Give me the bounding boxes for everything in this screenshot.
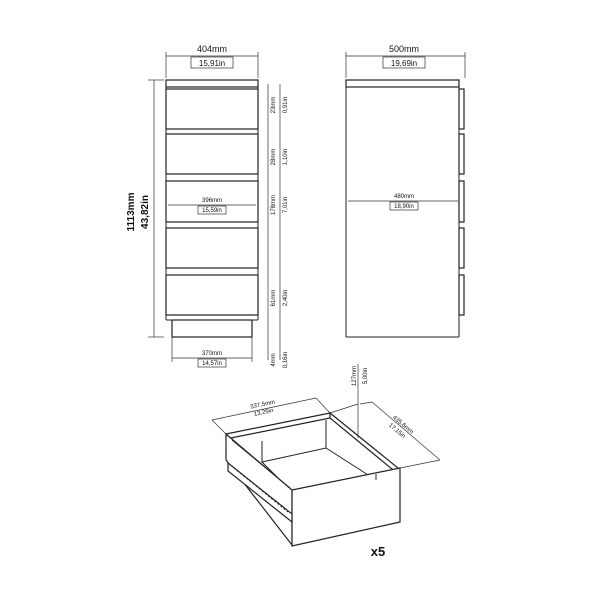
drawer-front-panel [291,467,401,547]
drawer-quantity: x5 [371,544,385,559]
drawer-gap-mm: 28mm [271,149,277,166]
base-width-in-box [197,358,227,368]
front-width-in-box [190,56,234,69]
side-depth-in-box [382,56,426,69]
drawer-front-4 [165,227,259,269]
drawer-width-dim-line [211,397,317,421]
drawer-view: 337,5mm 13,29in 435,6mm 17,15in 127mm 5,… [211,364,441,559]
side-view: 500mm 19,69in 480mm 18,90in [345,44,466,338]
front-top-panel [165,79,259,88]
top-gap-in: 0,91in [283,97,289,113]
side-drawer-front-3 [458,180,465,223]
side-drawer-front-4 [458,227,465,269]
side-top-panel [345,79,460,88]
drawer-height-in: 5,00in [363,368,369,384]
drawer-width-in: 13,29in [254,408,275,418]
inner-width-in-box [197,205,227,215]
drawer-back-panel [225,412,331,440]
side-depth-in: 19,69in [391,59,417,68]
front-height-in: 43,82in [140,195,151,229]
top-gap-mm: 23mm [271,97,277,114]
side-drawer-front-2 [458,133,465,175]
inner-depth-mm: 480mm [394,194,414,200]
plinth-mm: 61mm [271,290,277,307]
inner-depth-in: 18,90in [394,204,414,210]
front-plinth [171,319,253,338]
drawer-width-ext-left [211,419,227,435]
inner-width-in: 15,59in [202,208,222,214]
side-drawer-front-1 [458,88,465,130]
drawer-width-mm: 337,5mm [250,399,276,410]
drawer-right-side [329,411,399,476]
inner-depth-in-box [389,201,419,211]
front-width-in: 15,91in [199,59,225,68]
drawer-gap-in: 1,10in [283,149,289,165]
drawer-width-ext-right [315,397,331,414]
drawer-depth-ext-1 [359,401,373,405]
side-depth-mm: 500mm [389,44,419,54]
drawer-front-in: 7,01in [283,197,289,213]
drawer-front-mm: 178mm [271,195,277,215]
front-height-mm: 1113mm [126,192,137,231]
drawer-height-ext [329,403,359,414]
plinth-in: 2,40in [283,290,289,306]
floor-gap-mm: 4mm [271,353,277,366]
drawer-height-mm: 127mm [352,366,358,386]
drawer-front-2 [165,133,259,175]
drawer-depth-dim-line [371,401,441,461]
base-width-mm: 370mm [202,351,222,357]
front-width-mm: 404mm [197,44,227,54]
floor-gap-in: 0,16in [283,352,289,368]
front-view: 404mm 15,91in 1113mm 43,82in 23mm 0,91in… [126,44,289,368]
drawer-front-1 [165,88,259,130]
inner-width-mm: 396mm [202,198,222,204]
drawer-front-3 [165,180,259,223]
drawer-runner [227,461,293,524]
drawer-depth-ext-2 [399,459,441,469]
side-drawer-front-5 [458,274,465,316]
base-width-in: 14,57in [202,361,222,367]
drawer-front-5 [165,274,259,316]
drawer-inner-edge-1 [231,439,291,489]
